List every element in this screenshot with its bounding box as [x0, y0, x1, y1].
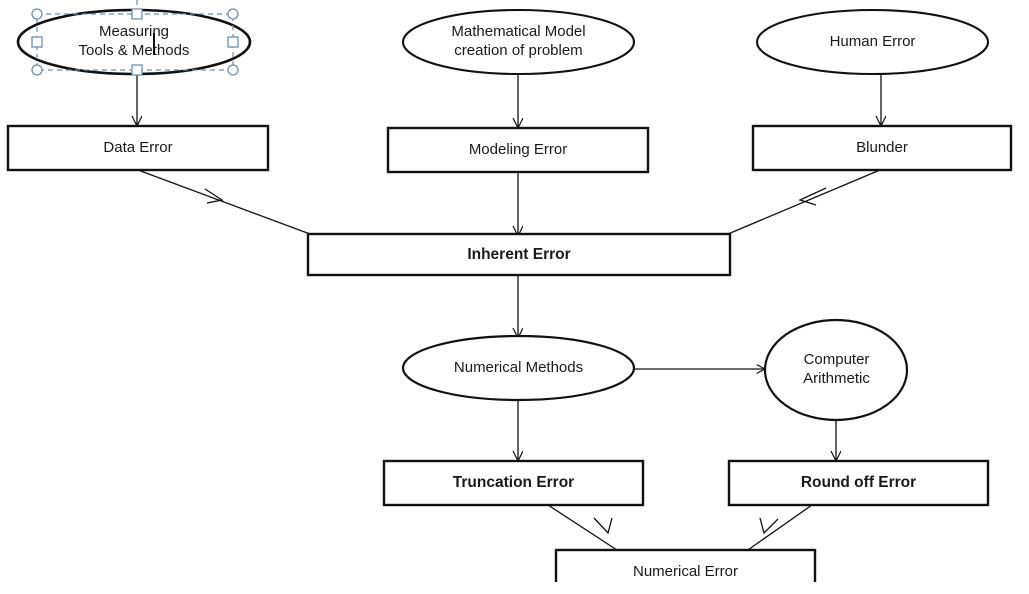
node-modeling-error [386, 126, 650, 174]
diagram-vector-layer [6, 0, 1013, 582]
selection-handle-bottom-right [227, 64, 239, 76]
node-inherent-error [306, 232, 732, 277]
selection-handle-middle-left [31, 36, 43, 48]
node-numerical-error [554, 548, 817, 582]
selection-handle-bottom-center [131, 64, 143, 76]
arrowhead-data-to-inherent [204, 188, 224, 204]
connector-blunder-to-inherent [727, 169, 881, 235]
selection-handle-middle-right [227, 36, 239, 48]
arrowhead-truncation-to-numerical [593, 517, 613, 535]
node-data-error [6, 124, 270, 172]
selection-handle-top-right [227, 8, 239, 20]
text-caret [153, 33, 155, 55]
connector-roundoff-to-numerical [744, 504, 813, 553]
selection-handle-bottom-left [31, 64, 43, 76]
node-computer-arithmetic [763, 318, 909, 422]
selection-handle-top-left [31, 8, 43, 20]
arrowhead-blunder-to-inherent [798, 187, 827, 206]
selection-overlay [31, 0, 239, 76]
node-truncation-error [382, 459, 645, 507]
selection-handle-top-center [131, 8, 143, 20]
node-numerical-methods [401, 334, 636, 402]
connector-truncation-to-numerical [547, 504, 621, 553]
node-mathematical-model [401, 8, 636, 76]
flowchart-canvas[interactable]: Measuring Tools & Methods Mathematical M… [0, 0, 1029, 582]
node-blunder [751, 124, 1013, 172]
node-human-error [755, 8, 990, 76]
arrowhead-roundoff-to-numerical [759, 517, 779, 535]
connector-data-to-inherent [137, 169, 311, 235]
node-round-off-error [727, 459, 990, 507]
